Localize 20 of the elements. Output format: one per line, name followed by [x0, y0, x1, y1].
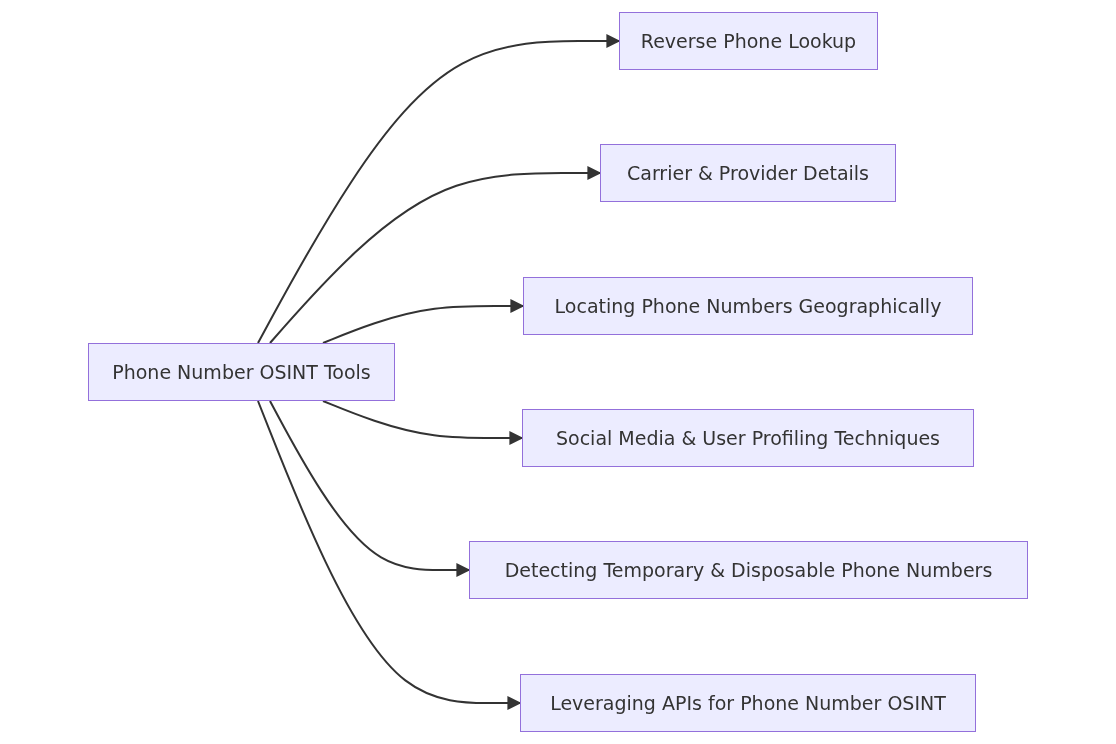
- node-label: Leveraging APIs for Phone Number OSINT: [550, 692, 946, 714]
- arrow: [257, 34, 621, 344]
- process-box: [619, 12, 878, 70]
- node-label: Detecting Temporary & Disposable Phone Numbers: [504, 559, 993, 581]
- arrow: [322, 299, 525, 344]
- process-box: [523, 277, 973, 335]
- process-box: [600, 144, 896, 202]
- arrow: [257, 400, 522, 710]
- process-box: [88, 343, 395, 401]
- arrow: [322, 400, 524, 445]
- arrow: [269, 166, 602, 344]
- arrow: [269, 400, 471, 577]
- process-box: [522, 409, 974, 467]
- node-label: Carrier & Provider Details: [627, 162, 869, 184]
- process-box: [520, 674, 976, 732]
- node-label: Social Media & User Profiling Techniques: [555, 427, 941, 449]
- process-box: [469, 541, 1028, 599]
- node-label: Phone Number OSINT Tools: [112, 361, 371, 383]
- node-label: Reverse Phone Lookup: [640, 30, 857, 52]
- node-label: Locating Phone Numbers Geographically: [554, 295, 942, 317]
